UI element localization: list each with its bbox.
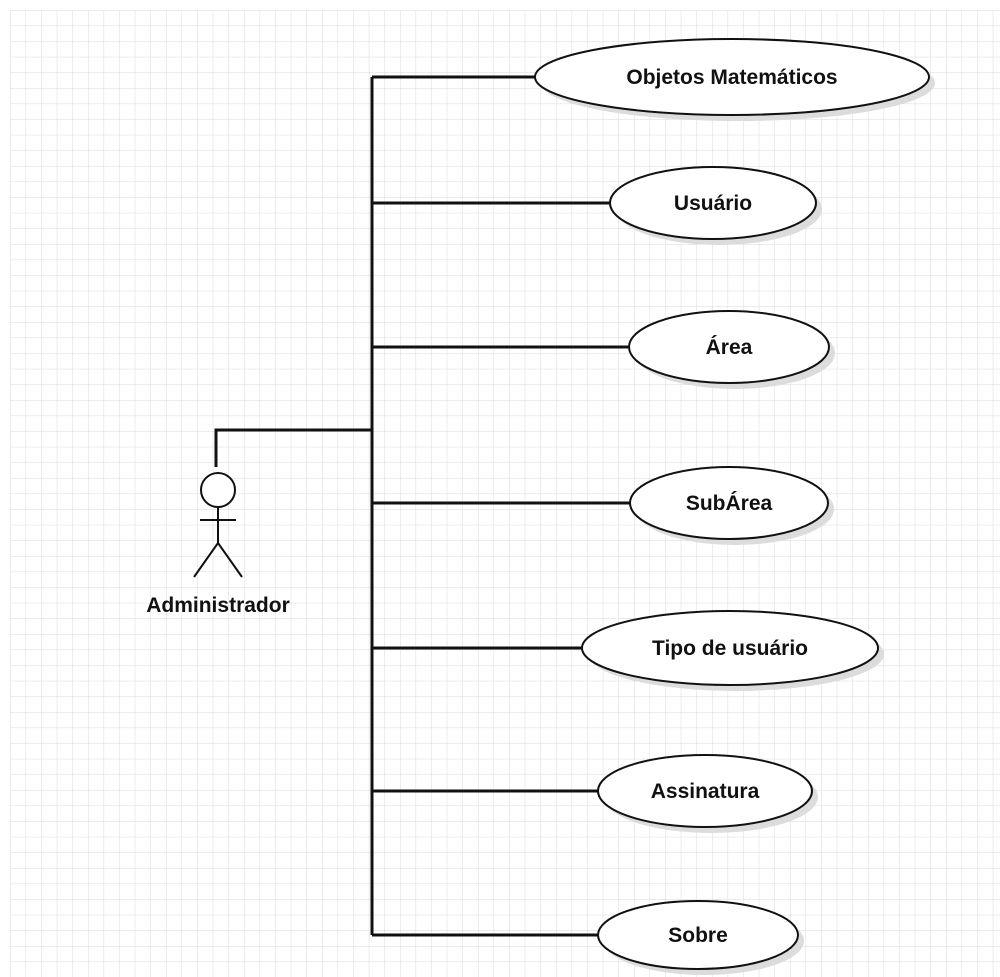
use-case-label: Objetos Matemáticos (626, 66, 837, 89)
grid-lines (10, 10, 1000, 977)
use-case-assinatura[interactable]: Assinatura (597, 754, 818, 833)
use-case-ellipse (534, 38, 930, 116)
use-case-ellipse (581, 610, 879, 686)
use-case-ellipse (628, 310, 830, 384)
use-case-label: Área (706, 336, 753, 359)
use-case-label: Assinatura (651, 780, 760, 803)
connectors (214, 75, 630, 937)
use-case-usuario[interactable]: Usuário (609, 166, 822, 245)
actor-label: Administrador (146, 594, 290, 617)
use-case-ellipse (597, 754, 813, 828)
use-case-label: Usuário (674, 192, 752, 215)
use-case-ellipse (609, 166, 817, 240)
use-case-label: Sobre (668, 924, 728, 947)
actor-head (200, 472, 236, 508)
use-case-ellipse (629, 466, 829, 540)
actor-administrador[interactable]: Administrador (146, 472, 290, 617)
actor-stick-figure (193, 472, 243, 578)
use-case-label: Tipo de usuário (652, 637, 808, 660)
use-case-area[interactable]: Área (628, 310, 835, 389)
use-case-objetos[interactable]: Objetos Matemáticos (534, 38, 935, 121)
use-case-label: SubÁrea (686, 492, 773, 515)
use-case-subarea[interactable]: SubÁrea (629, 466, 834, 545)
use-case-tipo[interactable]: Tipo de usuário (581, 610, 884, 691)
use-case-sobre[interactable]: Sobre (597, 900, 804, 975)
use-case-ellipse (597, 900, 799, 970)
actor-connector (214, 428, 372, 467)
